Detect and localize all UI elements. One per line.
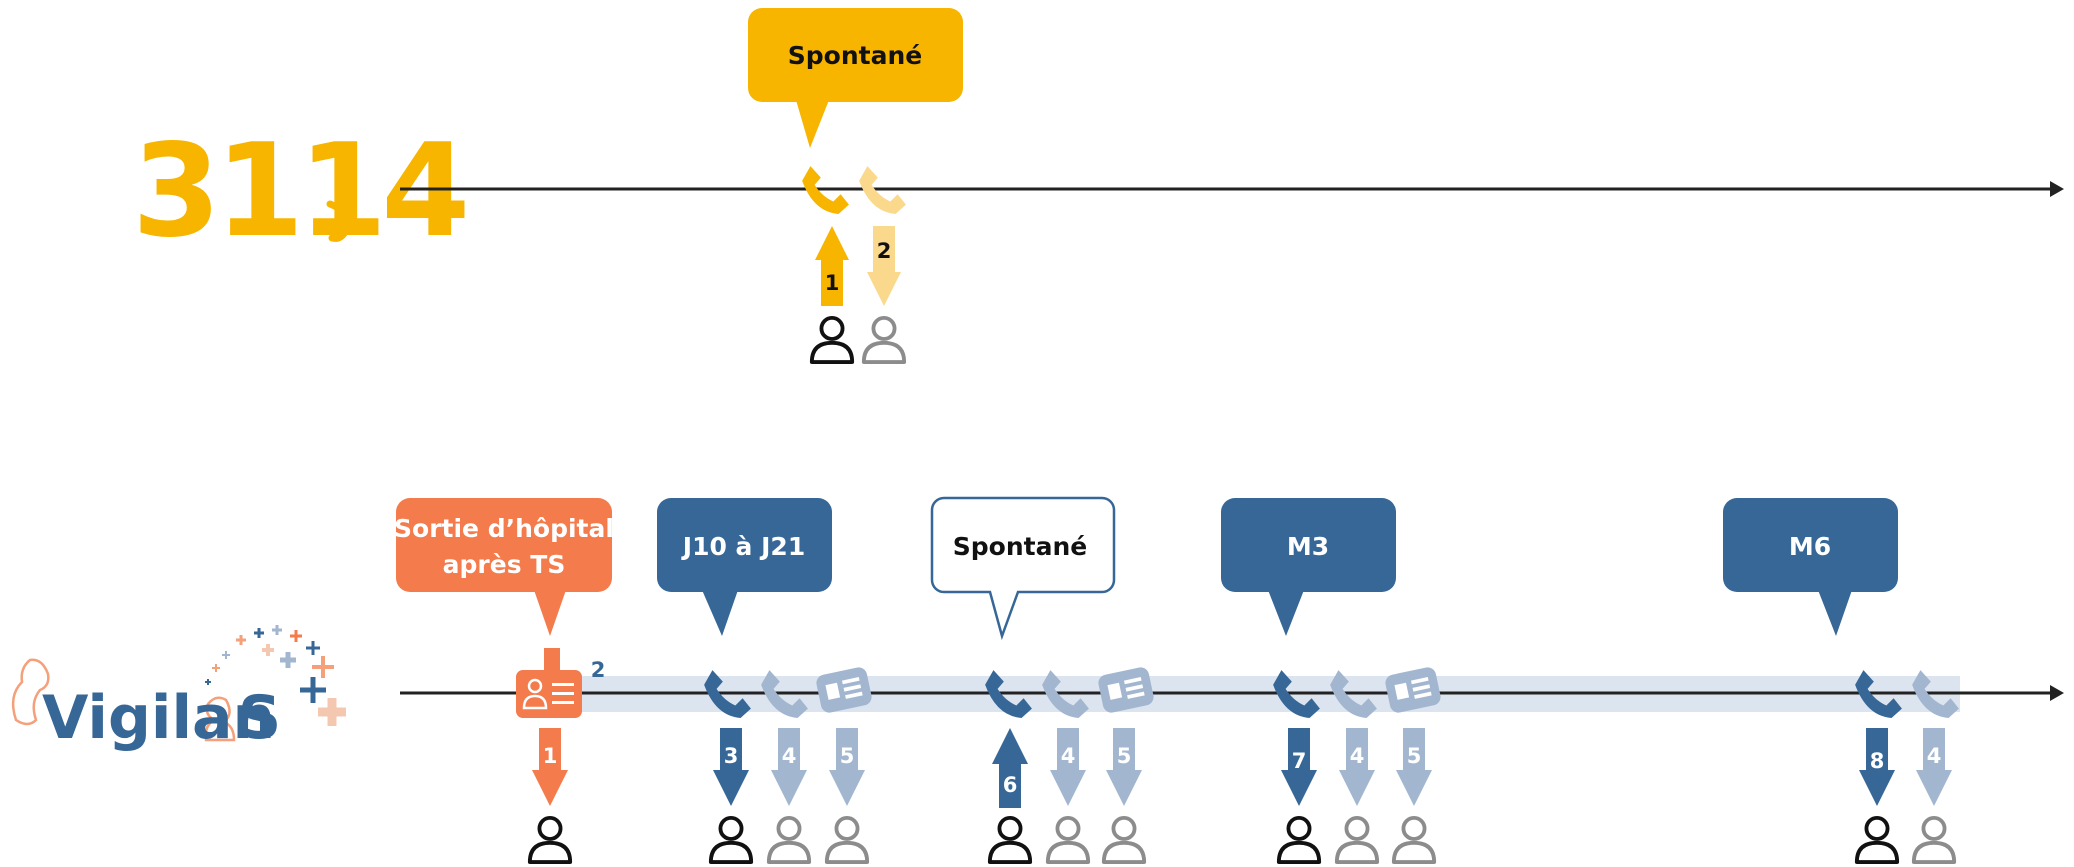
bubble-m6-label: M6 — [1789, 532, 1831, 561]
bubble-j10-j21: J10 à J21 — [657, 498, 832, 636]
logo-vigilans-crosses — [205, 625, 346, 726]
arrow-4: 4 — [1916, 728, 1952, 806]
arrow-number: 1 — [543, 744, 558, 768]
bubble-m6-box — [1723, 498, 1898, 592]
bubble-j10-box — [657, 498, 832, 592]
arrow-5: 5 — [1396, 728, 1432, 806]
logo-3114: 3114 — [132, 117, 471, 266]
arrow-number: 4 — [782, 744, 797, 768]
person-icon — [711, 818, 751, 862]
bubble-m6: M6 — [1723, 498, 1898, 636]
arrow-number: 1 — [825, 271, 840, 295]
person-icon — [530, 818, 570, 862]
person-icon — [1394, 818, 1434, 862]
hospital-card: 2 — [516, 648, 605, 718]
arrow-number: 8 — [1870, 749, 1885, 773]
arrow-number: 4 — [1927, 744, 1942, 768]
bubble-spontane-shape — [930, 496, 1116, 641]
bubble-sortie-line2: après TS — [443, 550, 566, 579]
arrow-number: 7 — [1292, 749, 1307, 773]
arrow-number: 4 — [1061, 744, 1076, 768]
person-icon — [1279, 818, 1319, 862]
arrow-6: 6 — [992, 728, 1028, 808]
arrow-number: 2 — [877, 239, 892, 263]
logo-vigilans-text-end: S — [238, 683, 281, 753]
arrow-5: 5 — [829, 728, 865, 806]
person-icon — [864, 318, 904, 362]
logo-vigilans-figure-right — [204, 696, 236, 742]
hospital-card-number: 2 — [591, 658, 606, 682]
call-arrow-1: 1 — [815, 226, 849, 306]
arrow-number: 5 — [1117, 744, 1132, 768]
logo-3114-phone-curl — [326, 200, 351, 242]
logo-vigilans: Vigilan S — [11, 625, 346, 753]
arrow-5: 5 — [1106, 728, 1142, 806]
arrow-7: 7 — [1281, 728, 1317, 806]
person-icon — [827, 818, 867, 862]
arrow-shaft — [873, 226, 895, 276]
timeline-3114-arrowhead — [2050, 181, 2064, 197]
logo-vigilans-figure-left — [11, 658, 50, 726]
person-icon — [1857, 818, 1897, 862]
hospital-card-connector — [544, 648, 560, 676]
arrow-number: 5 — [1407, 744, 1422, 768]
bubble-j10-label: J10 à J21 — [681, 532, 805, 561]
arrow-3: 3 — [713, 728, 749, 806]
person-icon — [1104, 818, 1144, 862]
person-icon — [1048, 818, 1088, 862]
bubble-sortie-tail — [534, 590, 566, 636]
arrow-number: 3 — [724, 744, 739, 768]
arrow-number: 6 — [1003, 773, 1018, 797]
arrow-head — [867, 272, 901, 306]
bubble-m6-tail — [1818, 590, 1852, 636]
call-arrow-2: 2 — [867, 226, 901, 306]
bubble-3114-tail — [796, 100, 829, 148]
bubble-m3-label: M3 — [1287, 532, 1329, 561]
arrow-number: 4 — [1350, 744, 1365, 768]
arrow-4: 4 — [771, 728, 807, 806]
person-icon — [1337, 818, 1377, 862]
bubble-spontane: Spontané — [930, 496, 1116, 641]
arrow-4: 4 — [1050, 728, 1086, 806]
bubble-m3: M3 — [1221, 498, 1396, 636]
logo-3114-text: 3114 — [132, 117, 465, 266]
timeline-vigilans-arrowhead — [2050, 685, 2064, 701]
arrow-number: 5 — [840, 744, 855, 768]
timeline-3114 — [400, 181, 2064, 197]
person-icon — [990, 818, 1030, 862]
arrow-shaft — [821, 256, 843, 306]
arrow-4: 4 — [1339, 728, 1375, 806]
arrow-8: 8 — [1859, 728, 1895, 806]
timeline-vigilans — [400, 685, 2064, 701]
bubble-m3-tail — [1268, 590, 1304, 636]
bubble-3114-spontane: Spontané — [748, 8, 963, 148]
person-icon — [769, 818, 809, 862]
person-icon — [1914, 818, 1954, 862]
id-card-icon — [516, 670, 582, 718]
bubble-sortie-line1: Sortie d’hôpital — [394, 514, 614, 543]
bubble-sortie-hopital: Sortie d’hôpital après TS — [394, 498, 614, 636]
person-icon — [812, 318, 852, 362]
logo-vigilans-text: Vigilan — [42, 683, 275, 753]
bubble-3114-box — [748, 8, 963, 102]
bubble-spontane-label: Spontané — [953, 532, 1087, 561]
arrow-head — [815, 226, 849, 260]
bubble-j10-tail — [702, 590, 738, 636]
bubble-m3-box — [1221, 498, 1396, 592]
arrow-1: 1 — [532, 728, 568, 806]
bubble-3114-label: Spontané — [788, 41, 922, 70]
bubble-sortie-box — [396, 498, 612, 592]
